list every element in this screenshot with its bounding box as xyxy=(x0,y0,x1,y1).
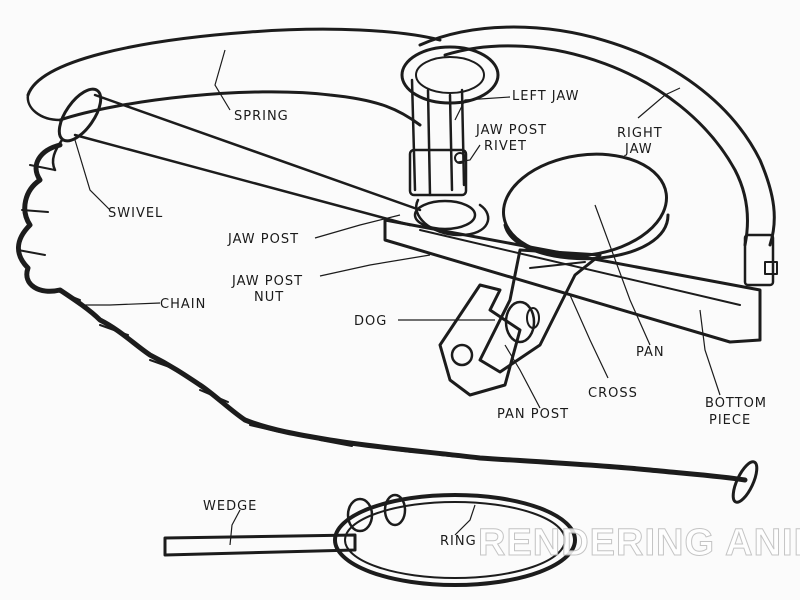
spring xyxy=(26,27,442,227)
ring xyxy=(333,493,577,587)
cross xyxy=(478,248,602,374)
label-right-jaw-line1: RIGHT xyxy=(617,126,663,141)
label-jaw-post: JAW POST xyxy=(227,232,299,247)
label-chain: CHAIN xyxy=(160,297,206,312)
labels: SPRING LEFT JAW JAW POST RIVET RIGHT JAW… xyxy=(108,89,767,549)
label-pan-post: PAN POST xyxy=(497,407,569,422)
label-cross: CROSS xyxy=(588,386,638,401)
label-bottom-piece-line1: BOTTOM xyxy=(705,396,767,411)
pan xyxy=(502,152,670,261)
jaw-post xyxy=(408,148,490,237)
label-jaw-post-rivet-line1: JAW POST xyxy=(475,123,547,138)
label-ring: RING xyxy=(440,534,477,549)
label-swivel: SWIVEL xyxy=(108,206,163,221)
label-jaw-post-nut-line1: JAW POST xyxy=(231,274,303,289)
dog xyxy=(438,283,540,397)
bottom-piece xyxy=(383,218,762,344)
leader-lines xyxy=(74,49,721,546)
wedge xyxy=(163,533,357,557)
label-left-jaw: LEFT JAW xyxy=(512,89,579,104)
watermark: RENDERING ANIMATION xyxy=(478,522,800,564)
label-dog: DOG xyxy=(354,314,387,329)
label-bottom-piece-line2: PIECE xyxy=(709,413,751,428)
label-pan: PAN xyxy=(636,345,665,360)
label-jaw-post-nut-line2: NUT xyxy=(254,290,284,305)
chain xyxy=(16,142,759,504)
right-jaw xyxy=(418,25,778,287)
label-right-jaw-line2: JAW xyxy=(624,142,653,157)
label-jaw-post-rivet-line2: RIVET xyxy=(484,139,527,154)
swivel xyxy=(51,87,103,172)
label-spring: SPRING xyxy=(234,109,289,124)
label-wedge: WEDGE xyxy=(203,499,257,514)
